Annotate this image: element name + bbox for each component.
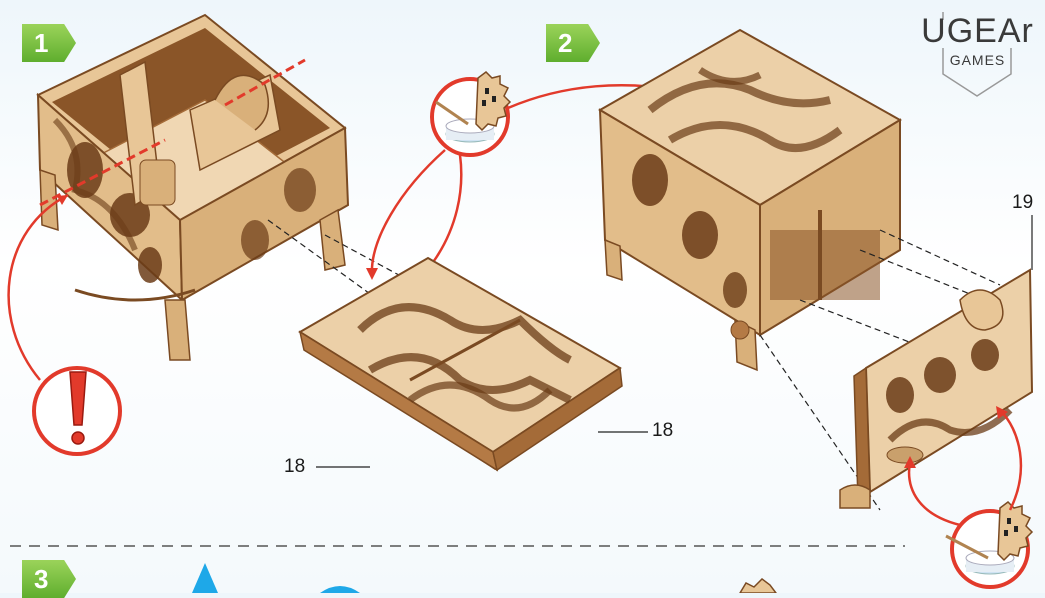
part-number-19: 19 [1012, 192, 1033, 214]
part-19-panel [840, 270, 1032, 508]
step3-part-peek [740, 579, 776, 593]
part-number-18-right: 18 [652, 420, 673, 442]
blue-round-marker [320, 586, 360, 593]
warning-exclamation-icon [34, 368, 120, 454]
glue-pot-icon [432, 72, 510, 155]
part-18-plate [300, 258, 622, 470]
arrow-up-icon [192, 563, 218, 593]
part-number-18-left: 18 [284, 456, 305, 478]
glue-pot-icon [946, 502, 1032, 587]
